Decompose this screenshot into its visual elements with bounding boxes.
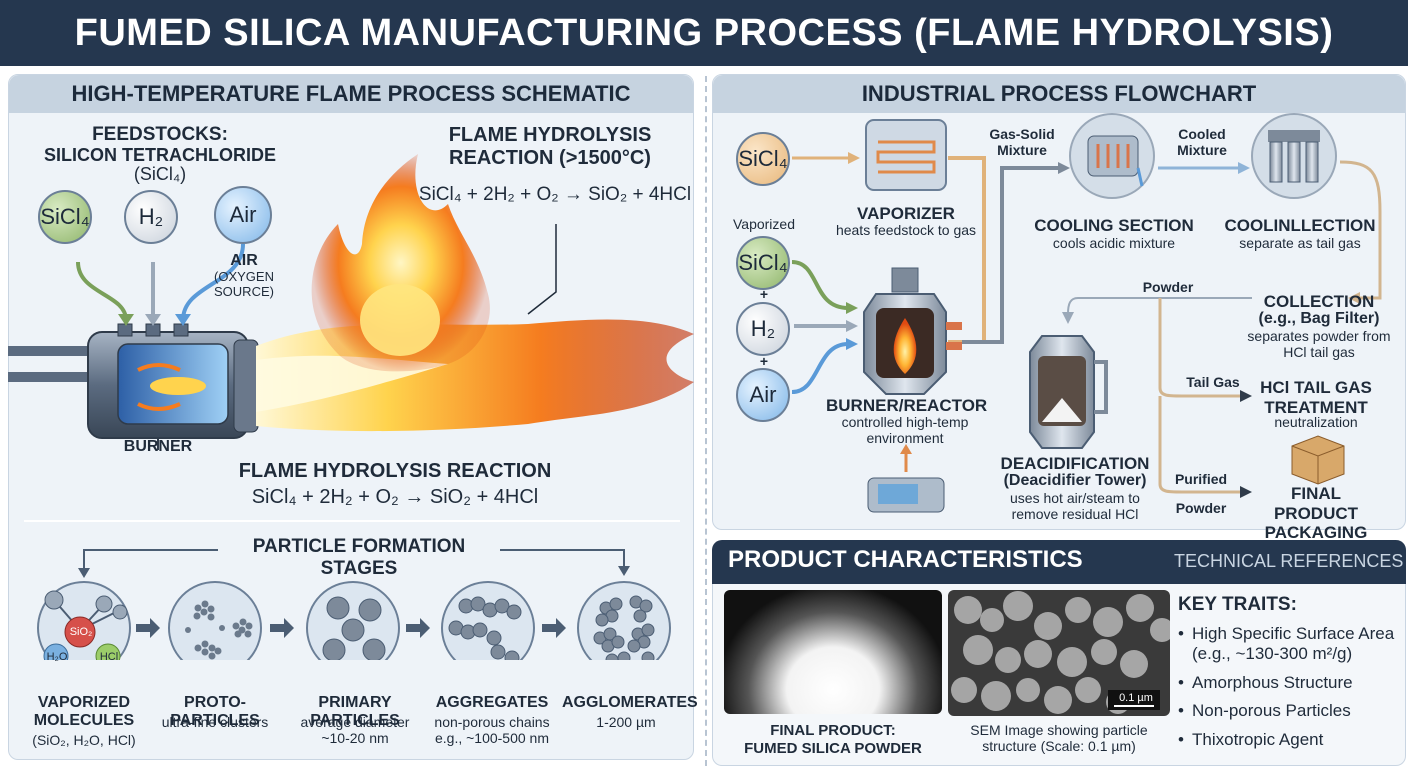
sicl4-input-circle: SiCl₄ [38,190,92,244]
sicl4-label: SiCl₄ [40,204,90,229]
stage-4-title: AGGREGATES [435,694,549,711]
cooled-mixture-label: Cooled Mixture [1177,126,1227,159]
burner-reactor-sub: controlled high-temp environment [841,414,969,447]
deacid-title2: (Deacidifier Tower) [1003,472,1147,489]
vaporizer-sub: heats feedstock to gas [835,222,977,238]
sem-image [948,590,1170,716]
key-traits: KEY TRAITS: High Specific Surface Area (… [1178,594,1404,758]
tail-gas-label: Tail Gas [1186,374,1240,390]
deacid-sub: uses hot air/steam to remove residual HC… [1010,490,1140,523]
flowchart-air-label: Air [749,382,777,407]
final-packaging-title: FINAL PRODUCT PACKAGING [1264,484,1368,543]
coolinllection-title: COOLINLLECTION [1224,216,1376,235]
air-label-text: AIR [230,252,258,269]
flowchart-h2-label: H₂ [750,316,776,341]
stage-5-sub: 1-200 µm [596,714,656,730]
air-input-circle: Air [214,186,272,244]
fumed-silica-powder-photo [724,590,942,714]
vaporized-label: Vaporized [732,216,795,232]
flame-schematic-illustration [8,154,694,450]
reaction-top-title: FLAME HYDROLYSIS REACTION (>1500°C) [448,124,652,169]
plus-1: + [759,286,769,302]
feedstocks-heading: FEEDSTOCKS: [92,124,228,145]
trait-item: High Specific Surface Area (e.g., ~130-3… [1178,624,1404,665]
powder-label-2: Powder [1175,500,1227,516]
stage-3-sub: average diameter ~10-20 nm [300,714,410,747]
powder-label: Powder [1142,279,1194,295]
sem-scale-label: 0.1 µm [1119,692,1153,704]
photo2-caption: SEM Image showing particle structure (Sc… [970,722,1148,755]
trait-item: Thixotropic Agent [1178,730,1404,751]
photo1-caption-2: FUMED SILICA POWDER [744,740,922,757]
particle-stages-header: PARTICLE FORMATION STAGES [218,536,500,580]
stage-5-title: AGGLOMERATES [562,694,698,711]
product-header-title: PRODUCT CHARACTERISTICS [728,546,1083,573]
flowchart-air-circle: Air [736,368,790,422]
flame-schematic-header: HIGH-TEMPERATURE FLAME PROCESS SCHEMATIC [9,75,693,113]
h2o-label: H₂O [46,651,68,663]
h2-input-circle: H₂ [124,190,178,244]
flowchart-sicl4-label: SiCl₄ [738,146,788,171]
stage-1-title: VAPORIZED MOLECULES [33,694,135,730]
product-header-bar [712,540,1406,584]
trait-item: Non-porous Particles [1178,701,1404,722]
panel-divider [705,76,707,766]
flowchart-header: INDUSTRIAL PROCESS FLOWCHART [713,75,1405,113]
hcl-label: HCl [99,651,119,663]
trait-item: Amorphous Structure [1178,673,1404,694]
technical-references-link[interactable]: TECHNICAL REFERENCES [1174,551,1404,571]
photo1-caption-1: FINAL PRODUCT: [770,722,896,739]
reaction-bottom-title: FLAME HYDROLYSIS REACTION [238,460,552,482]
key-traits-title: KEY TRAITS: [1178,594,1297,615]
particle-stages-illustration [37,549,671,660]
purified-label: Purified [1174,471,1228,487]
hcl-treatment-sub: neutralization [1274,414,1358,430]
gas-solid-label: Gas-Solid Mixture [989,126,1055,159]
collection-title2: (e.g., Bag Filter) [1258,310,1380,327]
vaporizer-title: VAPORIZER [857,204,955,223]
flowchart-sicl4-circle: SiCl₄ [736,132,790,186]
plus-2: + [759,353,769,369]
cooling-sub: cools acidic mixture [1052,235,1176,251]
flowchart-sicl4-vapor-circle: SiCl₄ [736,236,790,290]
stage-4-sub: non-porous chains e.g., ~100-500 nm [434,714,550,747]
feedstocks-formula: (SiCl₄) [133,164,187,184]
stage-2-sub: ultra-fine clusters [161,714,269,730]
deacid-title: DEACIDIFICATION [1000,454,1150,473]
stage-1-sub: (SiO₂, H₂O, HCl) [32,732,136,748]
feedstocks-sub: SILICON TETRACHLORIDE [44,145,276,165]
air-sub-text: (OXYGEN SOURCE) [214,269,274,299]
hcl-treatment-title: HCl TAIL GAS TREATMENT [1260,378,1372,417]
flowchart-illustration [791,113,1382,513]
air-label: Air [229,202,257,227]
left-panel-separator [24,520,680,522]
stage-2-title: PROTO-PARTICLES [170,694,260,730]
collection-sub: separates powder from HCl tail gas [1247,328,1391,361]
flowchart-h2-circle: H₂ [736,302,790,356]
h2-label: H₂ [138,204,164,229]
cooling-title: COOLING SECTION [1034,216,1194,235]
coolinllection-sub: separate as tail gas [1239,235,1361,251]
reaction-bottom-equation: SiCl₄ + 2H₂ + O₂ → SiO₂ + 4HCl [251,486,539,508]
reaction-top-equation: SiCl₄ + 2H₂ + O₂ → SiO₂ + 4HCl [418,184,692,205]
page-title: FUMED SILICA MANUFACTURING PROCESS (FLAM… [0,0,1408,66]
flowchart-sicl4-vapor-label: SiCl₄ [738,250,788,275]
sio2-label: SiO₂ [69,626,93,638]
stage-3-title: PRIMARY PARTICLES [310,694,400,730]
collection-title: COLLECTION [1263,292,1375,311]
burner-reactor-title: BURNER/REACTOR [826,396,988,415]
burner-label: BURNER [123,438,193,455]
